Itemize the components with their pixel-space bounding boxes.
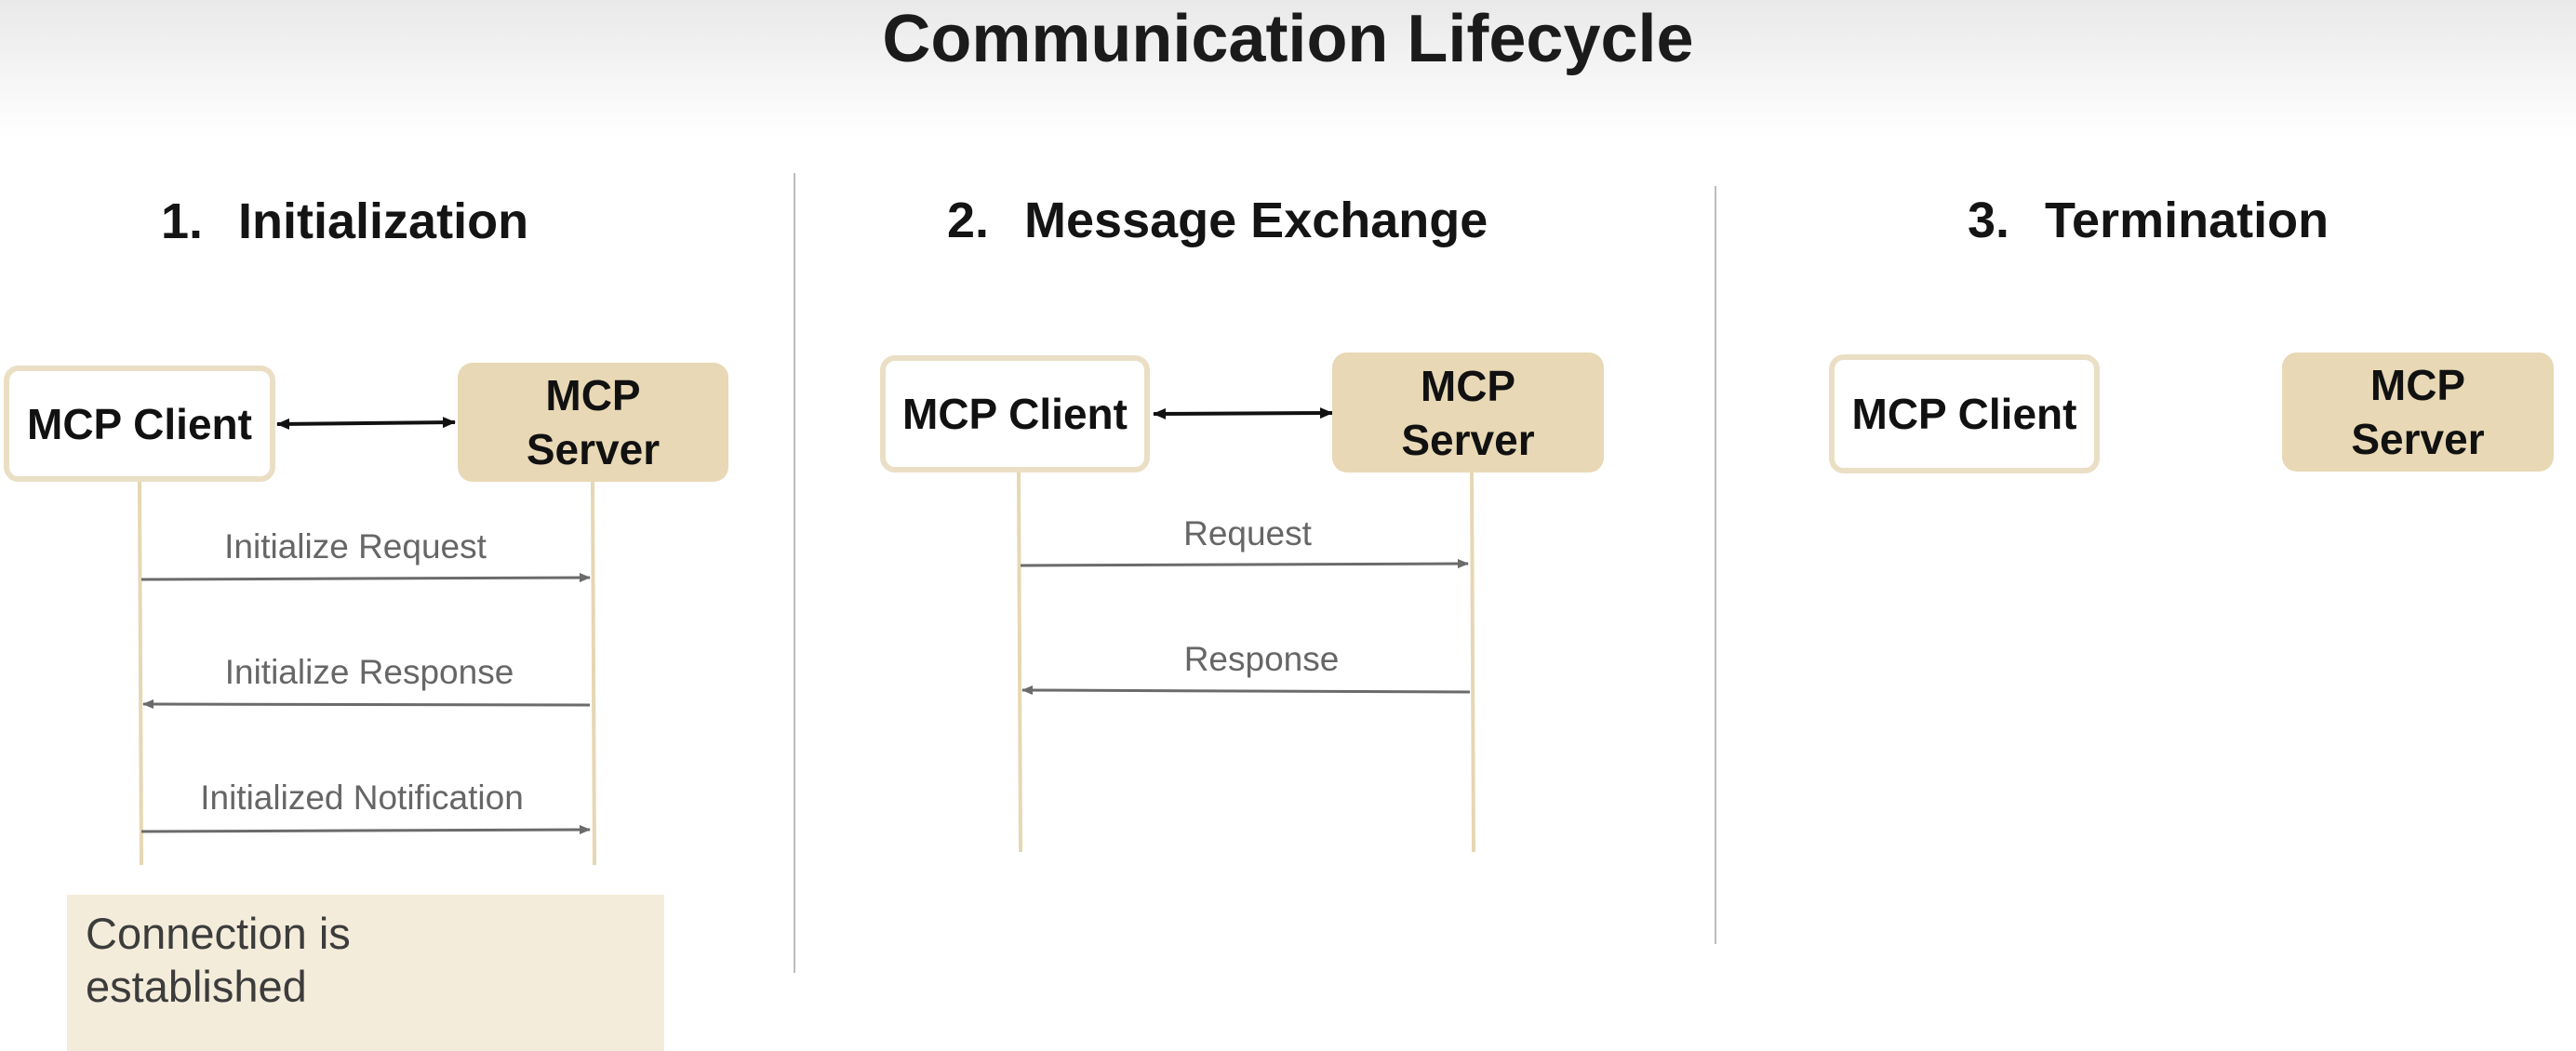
message-arrow [1020,559,1469,569]
message-label: Response [1183,640,1340,678]
mcp-server-node: MCP Server [2282,353,2554,472]
message-label: Initialize Response [224,653,514,691]
section-heading-text: Initialization [238,193,529,249]
message-label: Request [1183,514,1312,552]
message-arrow [140,573,591,583]
mcp-server-node: MCP Server [1332,353,1604,472]
divider-2 [1715,186,1716,944]
node-label: MCP Client [27,399,252,448]
server-lifeline [1470,472,1475,853]
node-label: MCP Server [526,371,661,473]
section-number: 1. [161,193,204,249]
client-lifeline [138,481,143,866]
mcp-server-node: MCP Server [458,363,728,482]
node-label: MCP Client [902,390,1128,438]
mcp-client-node: MCP Client [4,366,275,482]
section-heading-termination: 3. Termination [1968,192,2329,249]
section-heading-text: Message Exchange [1024,193,1488,248]
connection-note-text: Connection is established [86,909,351,1011]
header-band [0,0,2576,140]
mcp-client-node: MCP Client [880,355,1150,472]
section-heading-initialization: 1. Initialization [161,193,528,250]
node-label: MCP Server [1401,361,1535,464]
message-arrow [1021,685,1471,696]
node-label: MCP Server [2351,361,2485,463]
node-label: MCP Client [1851,390,2077,438]
section-heading-message-exchange: 2. Message Exchange [947,192,1488,249]
section-number: 2. [947,193,990,248]
divider-1 [794,173,795,973]
client-lifeline [1017,472,1022,853]
section-heading-text: Termination [2045,193,2329,248]
section-number: 3. [1968,193,2010,248]
page-title: Communication Lifecycle [882,2,1694,76]
message-label: Initialize Request [224,527,487,565]
connection-note-box [67,895,664,1051]
connection-arrow [1153,407,1333,419]
message-arrow [142,699,591,710]
connection-arrow [276,417,456,430]
mcp-client-node: MCP Client [1829,354,2100,473]
server-lifeline [591,481,596,866]
message-arrow [140,825,591,835]
message-label: Initialized Notification [200,778,524,817]
